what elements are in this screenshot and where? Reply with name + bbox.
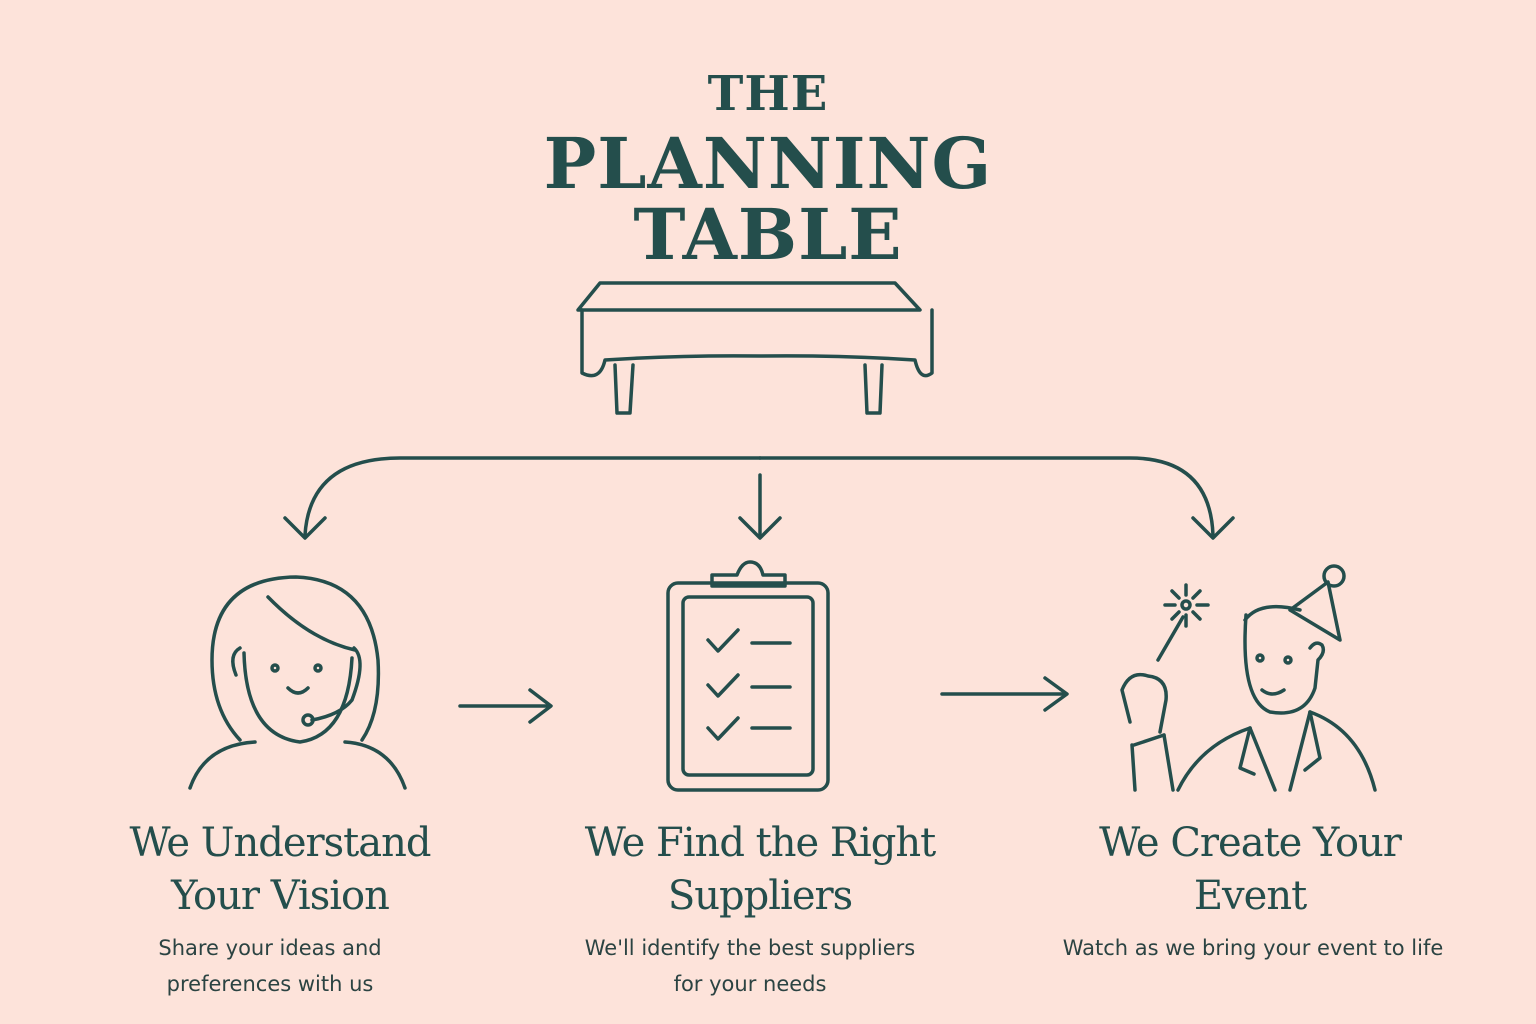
clipboard-checklist-icon (666, 560, 830, 792)
arrow-down-center (738, 473, 782, 540)
party-man-sparkler-icon (1120, 564, 1377, 792)
table-icon (576, 281, 934, 415)
curved-arrow-right (758, 456, 1235, 540)
title-line-the: THE (707, 66, 829, 122)
step-3-heading: We Create Your Event (1099, 820, 1402, 919)
title-line-planning: PLANNING (543, 122, 993, 205)
step-3-description: Watch as we bring your event to life (1062, 936, 1444, 960)
step-2-description: We'll identify the best suppliers for yo… (584, 936, 916, 996)
woman-headset-icon (188, 575, 407, 790)
arrow-right-2 (940, 676, 1069, 712)
title-line-table: TABLE (633, 193, 903, 276)
step-1-description: Share your ideas and preferences with us (158, 936, 382, 996)
step-2-heading: We Find the Right Suppliers (584, 820, 936, 919)
arrow-right-1 (458, 688, 553, 724)
step-1-heading: We Understand Your Vision (129, 820, 432, 919)
curved-arrow-left (283, 456, 762, 540)
